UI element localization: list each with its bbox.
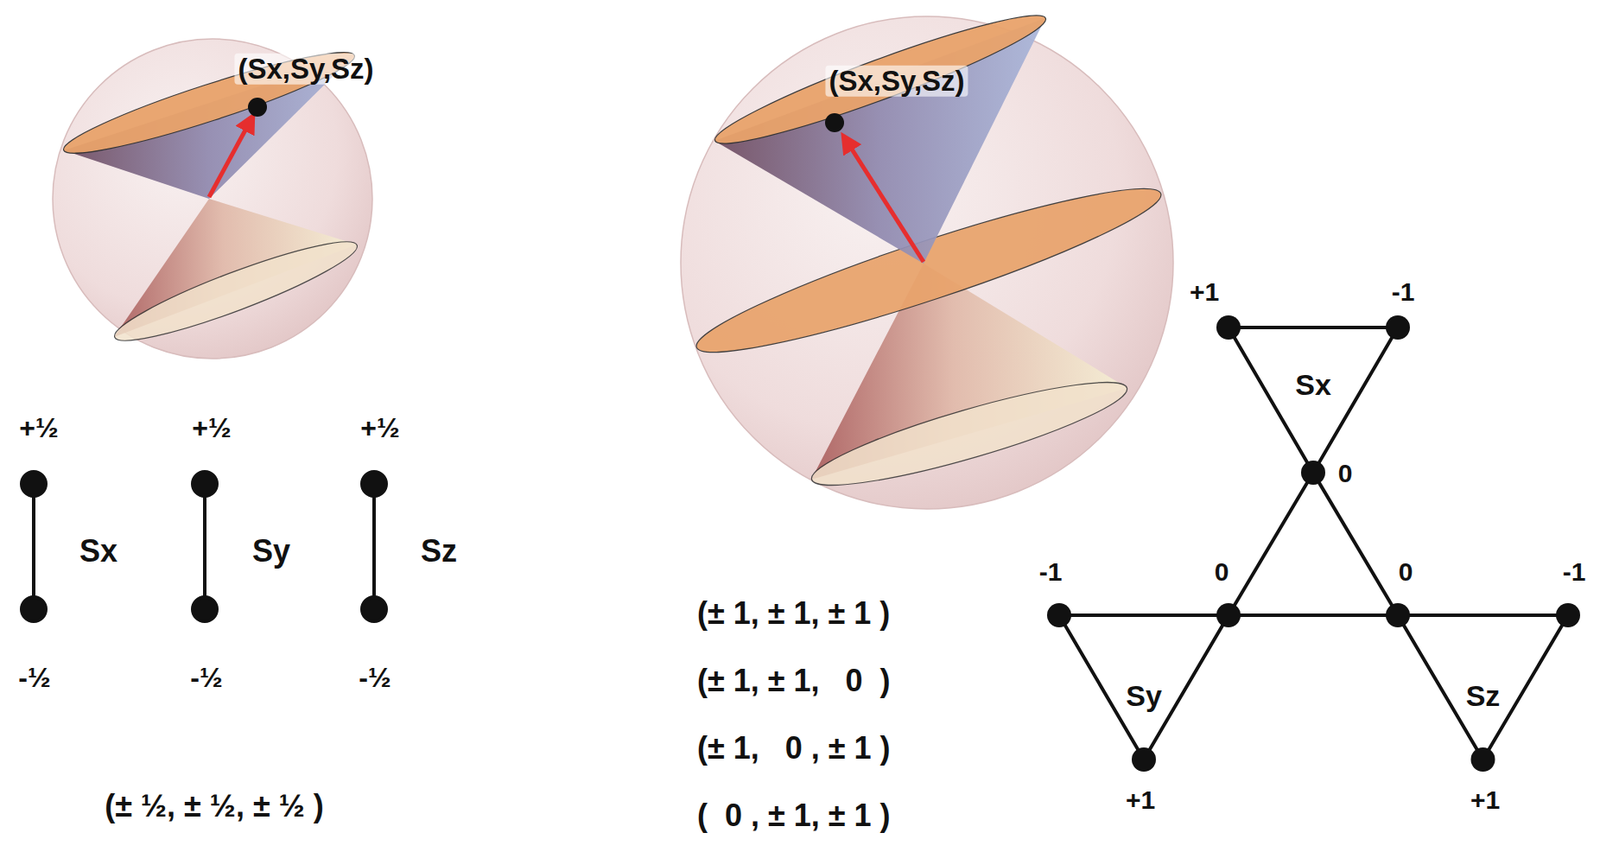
state-triangle: Sy — [1059, 615, 1229, 760]
level-dot — [21, 471, 46, 496]
level-dot — [361, 471, 387, 496]
label-text: +½ — [360, 412, 400, 444]
sphere — [52, 38, 373, 359]
state-dot — [1131, 747, 1156, 772]
label-text: (± 1, ± 1, 0 ) — [697, 663, 891, 699]
state-dot — [1385, 603, 1410, 628]
label-text: +½ — [191, 412, 231, 444]
state-dot — [1047, 603, 1072, 628]
state-dot — [1555, 603, 1581, 628]
cone-disc — [708, 0, 1054, 159]
lower-cone-base — [805, 364, 1135, 503]
sphere — [680, 16, 1174, 509]
state-dot — [1385, 315, 1410, 340]
label-text: -½ — [190, 662, 223, 693]
spin-tip-dot — [247, 97, 267, 117]
label-text: +½ — [19, 412, 58, 444]
level-dot — [192, 471, 217, 496]
spin-one-sphere — [680, 0, 1174, 509]
level-line — [31, 483, 36, 610]
label-text: (± 1, ± 1, ± 1 ) — [697, 596, 890, 631]
state-triangle: Sx — [1228, 327, 1398, 473]
label-text: 0 — [1214, 557, 1230, 586]
level-dot — [21, 596, 46, 622]
triangle-edge — [1228, 327, 1398, 473]
label-text: (± 1, 0 , ± 1 ) — [697, 730, 891, 766]
label-text: 0 — [1398, 557, 1414, 586]
label-text: Sz — [420, 533, 458, 569]
label-text: -½ — [18, 662, 51, 693]
transition-line — [1228, 472, 1314, 616]
spin-arrow — [209, 115, 254, 197]
triangle-edge — [1397, 615, 1569, 760]
state-triangle: Sz — [1397, 615, 1569, 760]
operator-label: Sy — [1059, 679, 1229, 712]
state-dot — [1216, 315, 1241, 340]
label-text: -½ — [358, 662, 391, 693]
level-line — [203, 483, 207, 610]
upper-cone — [714, 18, 1046, 264]
level-line — [372, 483, 376, 610]
label-text: -1 — [1562, 557, 1587, 586]
level-segments — [21, 471, 387, 622]
label-text: -1 — [1039, 557, 1063, 586]
operator-label: Sx — [1228, 368, 1398, 401]
label-text: (Sx,Sy,Sz) — [825, 65, 968, 97]
spin-tip-dot — [825, 113, 845, 133]
label-text: 0 — [1338, 458, 1353, 488]
label-text: +1 — [1125, 785, 1156, 814]
label-text: -1 — [1391, 277, 1416, 306]
spin-half-sphere — [52, 38, 373, 359]
transition-line — [1228, 613, 1398, 617]
spin-arrow — [843, 135, 924, 262]
state-dot — [1216, 603, 1241, 628]
transition-line — [1313, 472, 1398, 616]
label-text: Sy — [252, 533, 291, 569]
label-text: ( 0 , ± 1, ± 1 ) — [697, 798, 891, 833]
triangle-edge — [1059, 615, 1229, 760]
label-text: (± ½, ± ½, ± ½ ) — [104, 788, 324, 824]
level-dot — [361, 596, 387, 622]
state-dot — [1471, 747, 1496, 772]
label-text: (Sx,Sy,Sz) — [234, 53, 377, 85]
operator-label: Sz — [1397, 679, 1569, 712]
level-dot — [192, 596, 217, 622]
state-dot — [1301, 460, 1326, 485]
label-text: +1 — [1189, 277, 1220, 306]
label-text: Sx — [79, 533, 118, 569]
label-text: +1 — [1470, 785, 1500, 814]
lower-cone-base — [107, 227, 364, 356]
